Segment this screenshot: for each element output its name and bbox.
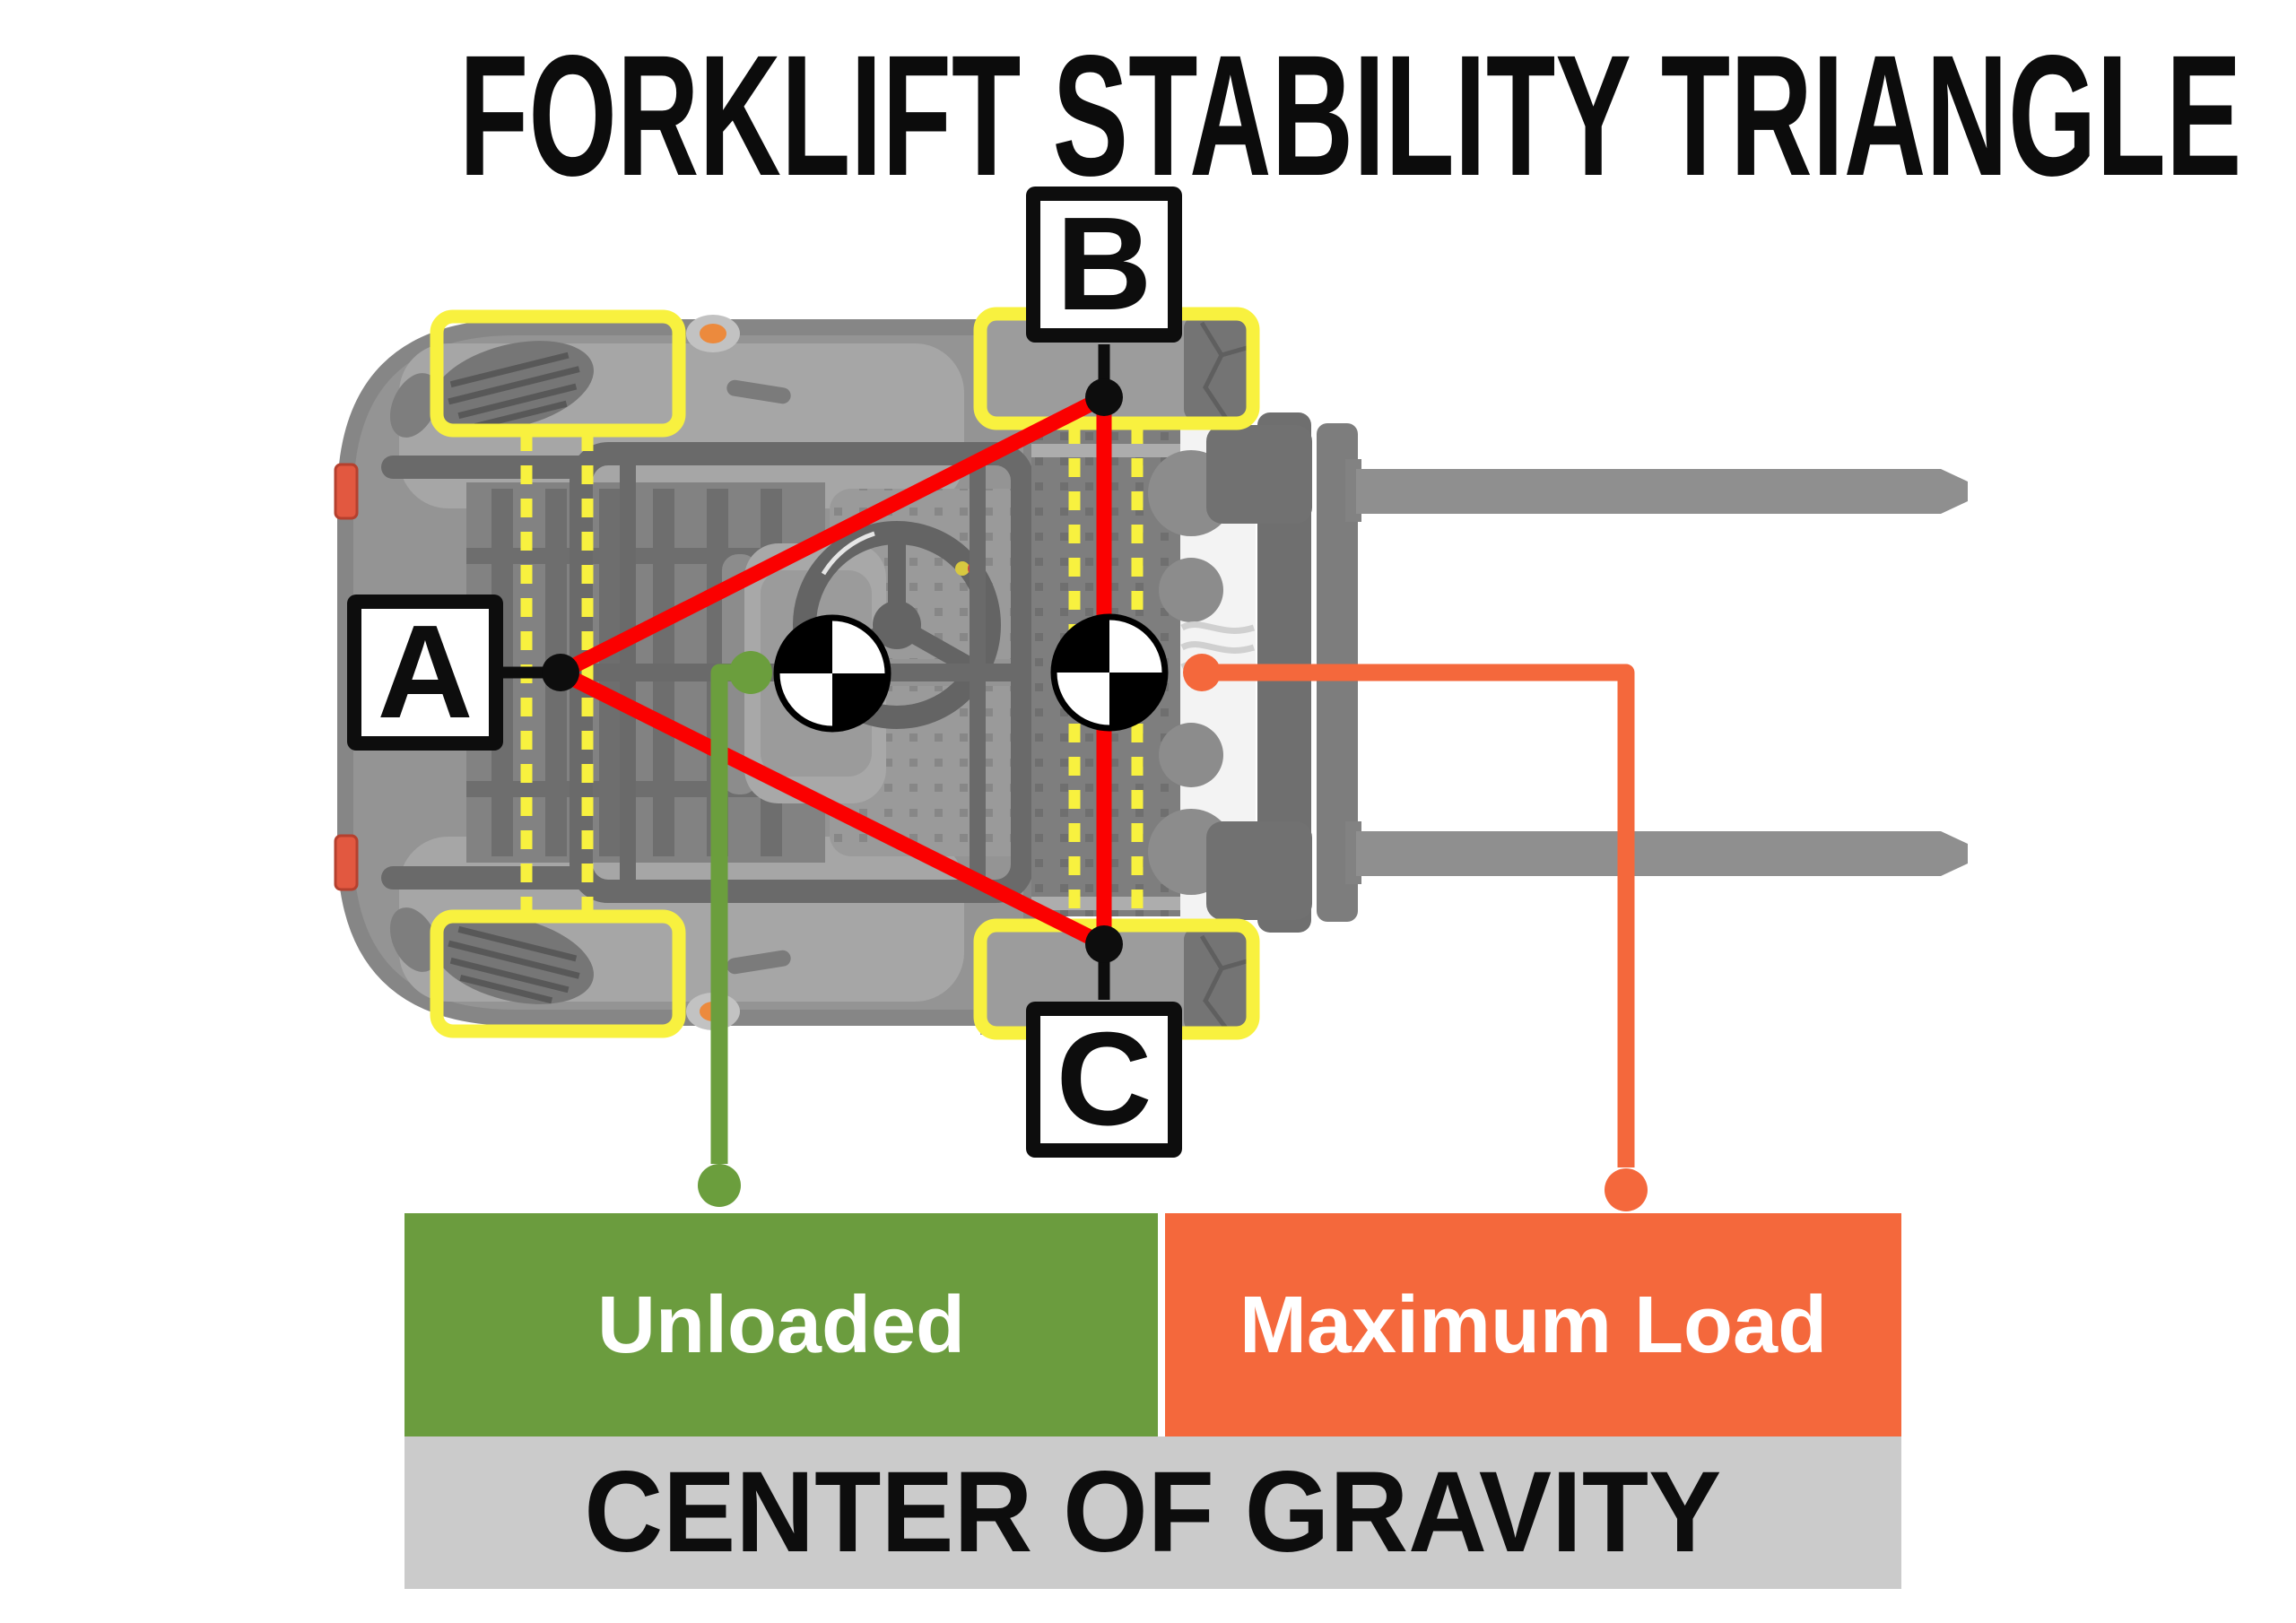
point-c-letter: C bbox=[1056, 1005, 1152, 1153]
triangle-vertex-dots bbox=[542, 378, 1123, 963]
max-load-pointer bbox=[1183, 654, 1648, 1211]
unloaded-label: Unloaded bbox=[596, 1280, 965, 1370]
max-load-pointer-end-dot bbox=[1605, 1168, 1648, 1211]
page-title: FORKLIFT STABILITY TRIANGLE bbox=[0, 25, 2296, 206]
max-load-cg-dot bbox=[1183, 654, 1221, 691]
triangle-point-label-c: C bbox=[1026, 1002, 1182, 1158]
unloaded-legend-box: Unloaded bbox=[404, 1213, 1158, 1436]
triangle-edge-ab bbox=[557, 390, 1108, 680]
wheel-box-rear-top bbox=[430, 309, 686, 438]
vertex-dot-c bbox=[1085, 925, 1123, 963]
handle-top bbox=[726, 379, 791, 404]
body-curve-detail-bottom bbox=[389, 907, 439, 972]
point-a-letter: A bbox=[377, 598, 474, 746]
vent-top bbox=[432, 341, 594, 430]
vertex-dot-b bbox=[1085, 378, 1123, 416]
fork-bottom bbox=[1356, 831, 1968, 876]
wheel-box-rear-bottom bbox=[430, 909, 686, 1038]
fork-top bbox=[1356, 469, 1968, 514]
page-title-text: FORKLIFT STABILITY TRIANGLE bbox=[458, 19, 2242, 212]
cg-symbol-unloaded-icon bbox=[773, 614, 891, 733]
body-curve-detail-top bbox=[389, 373, 439, 438]
center-of-gravity-label: CENTER OF GRAVITY bbox=[584, 1448, 1722, 1576]
taillight-bottom bbox=[334, 834, 359, 891]
maximum-load-legend-box: Maximum Load bbox=[1165, 1213, 1901, 1436]
triangle-point-label-b: B bbox=[1026, 187, 1182, 343]
maximum-load-label: Maximum Load bbox=[1239, 1280, 1828, 1370]
unloaded-pointer-end-dot bbox=[698, 1164, 741, 1207]
marker-light-top bbox=[686, 315, 740, 352]
indicator-yellow bbox=[955, 561, 970, 576]
unloaded-cg-dot bbox=[729, 651, 772, 694]
triangle-point-label-a: A bbox=[347, 595, 503, 751]
vertex-dot-a bbox=[542, 654, 579, 691]
vent-bottom bbox=[432, 915, 594, 1004]
cg-symbol-loaded-icon bbox=[1050, 613, 1169, 732]
forks bbox=[1345, 459, 1968, 884]
point-b-letter: B bbox=[1056, 190, 1152, 338]
handle-bottom bbox=[726, 950, 791, 975]
unloaded-pointer bbox=[698, 651, 772, 1207]
triangle-edge-ac bbox=[557, 665, 1108, 951]
taillight-top bbox=[334, 463, 359, 520]
center-of-gravity-bar: CENTER OF GRAVITY bbox=[404, 1436, 1901, 1589]
